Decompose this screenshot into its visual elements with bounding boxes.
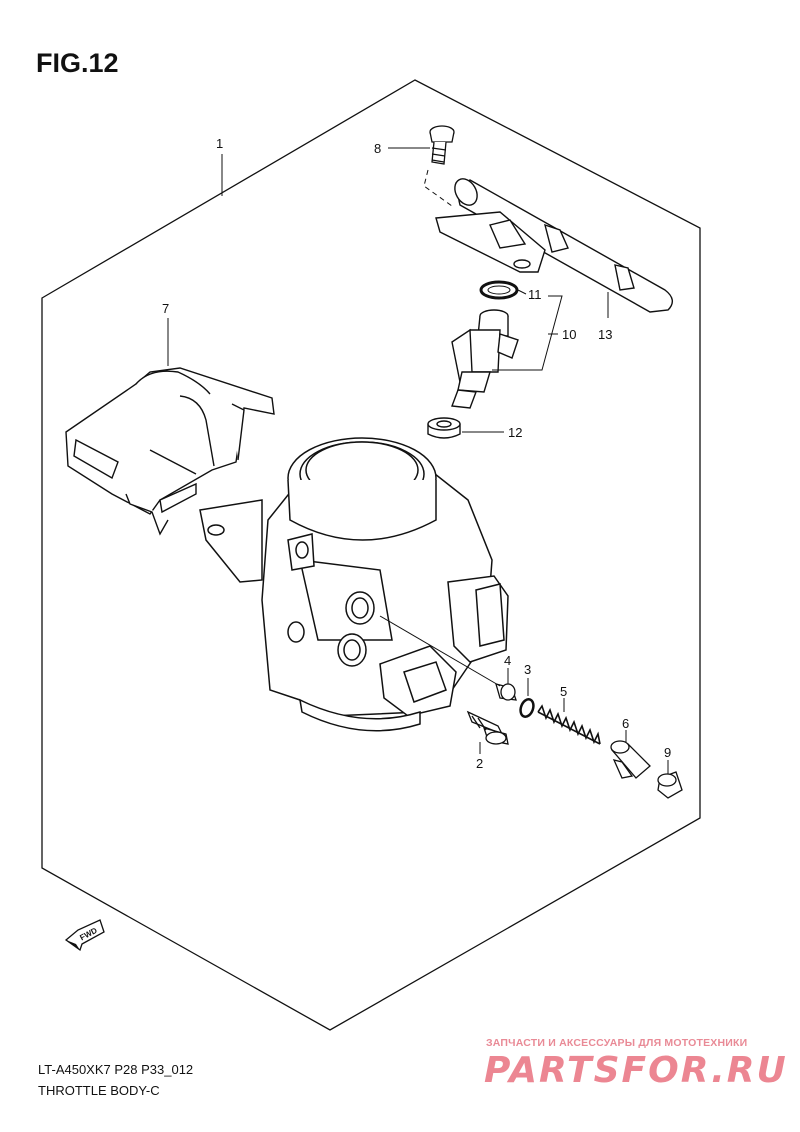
callout-3: 3 [524, 662, 531, 677]
callout-numbers: 1 2 3 4 5 6 7 8 9 10 11 12 13 [162, 136, 671, 771]
part-8-screw [429, 125, 455, 165]
part-5-spring [537, 704, 601, 745]
watermark-tagline: ЗАПЧАСТИ И АКСЕССУАРЫ ДЛЯ МОТОТЕХНИКИ [486, 1037, 748, 1049]
part-4-plunger [495, 683, 517, 701]
part-1-throttle-body [199, 437, 509, 732]
callout-13: 13 [598, 327, 612, 342]
callout-9: 9 [664, 745, 671, 760]
diagram-code: LT-A450XK7 P28 P33_012 [38, 1062, 194, 1077]
part-13-fuel-delivery-pipe [435, 178, 673, 313]
screw-dashed-guide [423, 169, 453, 207]
part-10-fuel-injector [451, 309, 519, 409]
leader-lines [167, 147, 669, 774]
part-9-cap [657, 771, 683, 799]
callout-7: 7 [162, 301, 169, 316]
callout-10: 10 [562, 327, 576, 342]
assembly-outline [41, 79, 701, 1031]
forward-direction-arrow: FWD [64, 919, 105, 952]
callout-1: 1 [216, 136, 223, 151]
part-7-injector-cover [65, 367, 275, 536]
callout-6: 6 [622, 716, 629, 731]
figure-title: FIG.12 [36, 48, 119, 78]
callout-4: 4 [504, 653, 511, 668]
callout-5: 5 [560, 684, 567, 699]
watermark-brand: PARTSFOR.RU [484, 1050, 788, 1091]
callout-2: 2 [476, 756, 483, 771]
callout-12: 12 [508, 425, 522, 440]
plunger-guide-line [379, 615, 501, 687]
part-3-o-ring [519, 698, 535, 718]
callout-8: 8 [374, 141, 381, 156]
part-11-o-ring [479, 280, 519, 300]
part-6-fitting [610, 740, 651, 779]
part-12-injector-seal [427, 417, 461, 439]
callout-11: 11 [528, 287, 542, 302]
section-name: THROTTLE BODY-C [38, 1083, 160, 1098]
part-2-adjust-screw [466, 710, 509, 745]
